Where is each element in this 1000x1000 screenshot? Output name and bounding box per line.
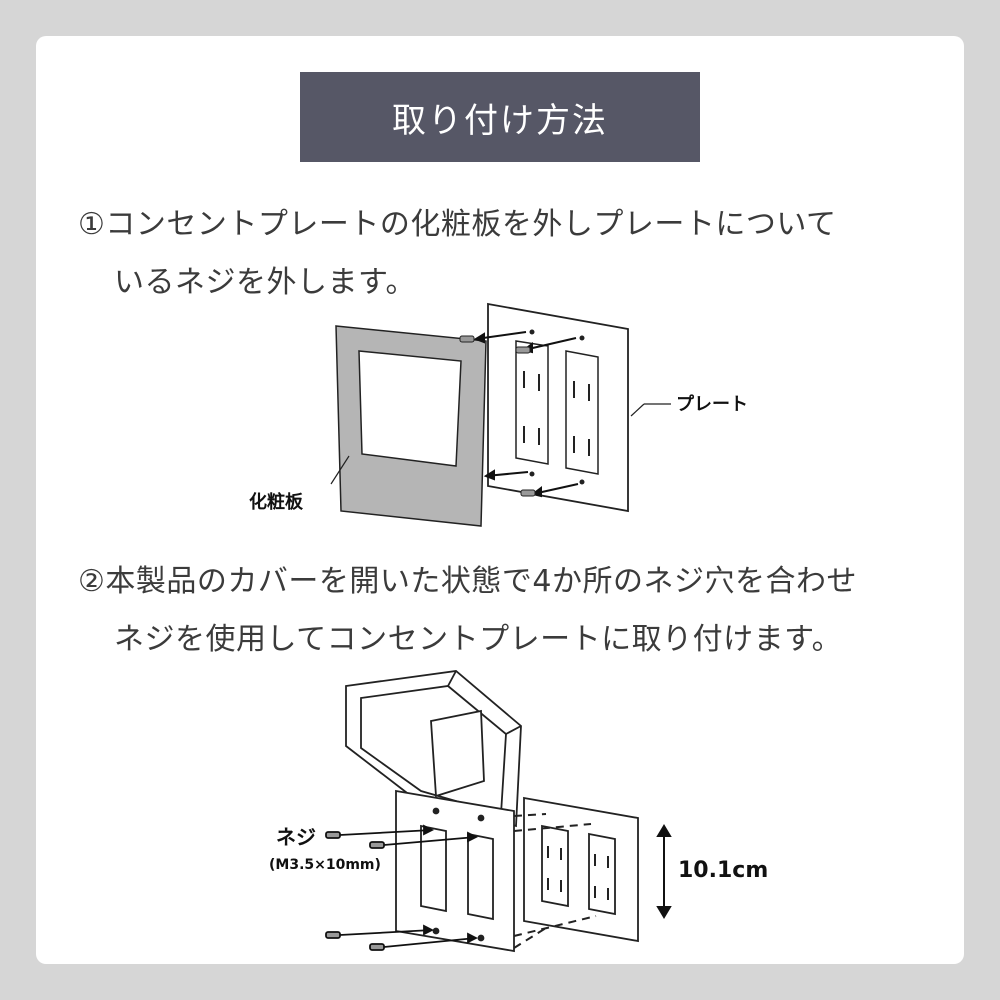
- step-2-text: ②本製品のカバーを開いた状態で4か所のネジ穴を合わせ ネジを使用してコンセントプ…: [78, 553, 928, 669]
- base-box-illustration: [395, 789, 515, 953]
- step-1-line-1: ①コンセントプレートの化粧板を外しプレートについて: [78, 207, 837, 242]
- instruction-card: 取り付け方法 ①コンセントプレートの化粧板を外しプレートについて いるネジを外し…: [36, 36, 964, 964]
- step-1-text: ①コンセントプレートの化粧板を外しプレートについて いるネジを外します。: [78, 196, 928, 312]
- step-2-line-1: ②本製品のカバーを開いた状態で4か所のネジ穴を合わせ: [78, 564, 857, 599]
- plate-removal-diagram: 化粧板 プレート: [249, 302, 748, 527]
- wall-plate-illustration: [487, 302, 645, 513]
- alignment-dashes: [513, 813, 597, 949]
- mounting-screws: [325, 824, 479, 951]
- height-dimension: [656, 824, 672, 919]
- decorative-cover-illustration: [330, 325, 487, 527]
- step-1-line-2: いるネジを外します。: [114, 265, 416, 300]
- cover-label: 化粧板: [249, 491, 304, 513]
- wall-plate-2-illustration: [523, 796, 639, 943]
- page-title: 取り付け方法: [300, 72, 700, 162]
- plate-label: プレート: [676, 393, 748, 415]
- screw-icons: [459, 335, 536, 497]
- open-lid-illustration: [345, 670, 522, 828]
- cover-mounting-diagram: ネジ (M3.5×10mm) 10.1cm: [269, 670, 768, 953]
- screw-spec-label: (M3.5×10mm): [269, 857, 381, 873]
- screw-label: ネジ: [276, 825, 316, 849]
- height-label: 10.1cm: [678, 858, 768, 883]
- step-2-line-2: ネジを使用してコンセントプレートに取り付けます。: [114, 622, 843, 657]
